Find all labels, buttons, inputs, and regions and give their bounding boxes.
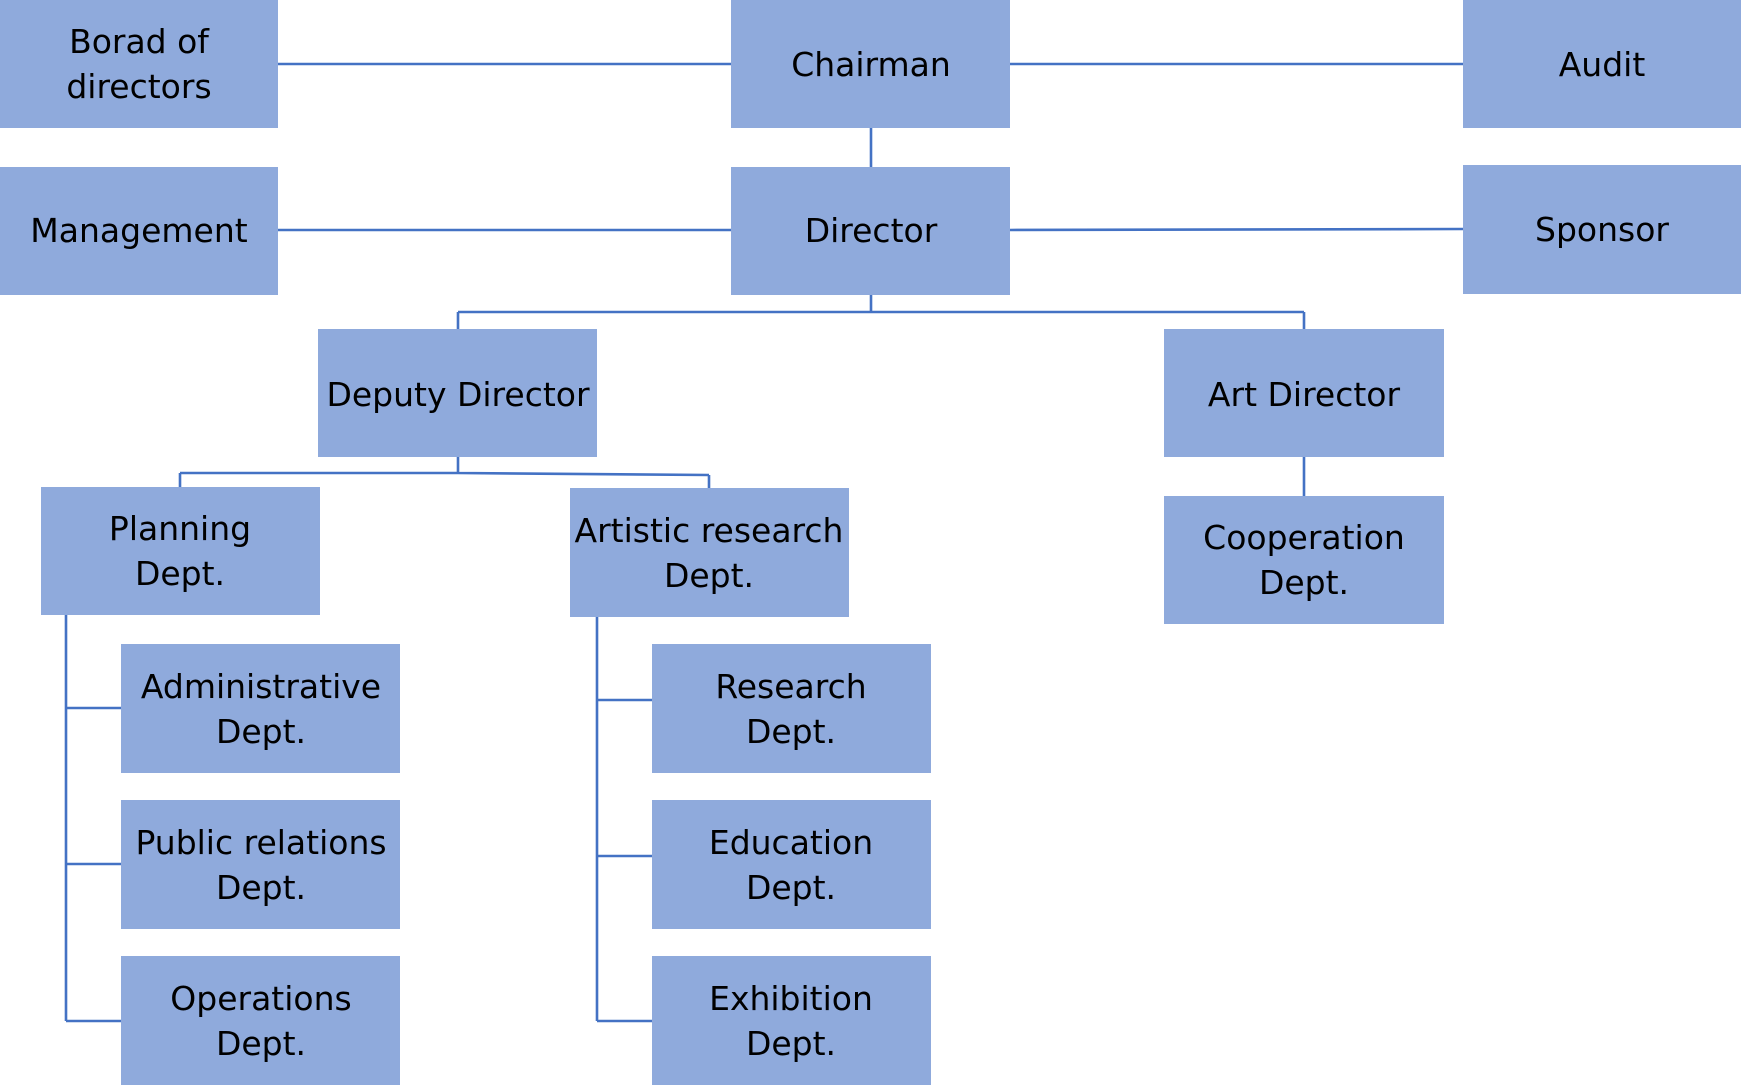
node-research-dept: Research Dept. [652, 644, 931, 773]
node-sponsor-label: Sponsor [1535, 210, 1669, 249]
node-planning-dept-line-1: Planning [109, 509, 251, 548]
connector-artistic-children [595, 617, 652, 1023]
node-art-director-label: Art Director [1208, 375, 1401, 414]
node-administrative-dept: Administrative Dept. [121, 644, 400, 773]
connector-planning-children [64, 615, 121, 1023]
node-art-director: Art Director [1164, 329, 1444, 457]
node-education-dept: Education Dept. [652, 800, 931, 929]
connector-director-branch [456, 295, 1306, 329]
node-board-of-directors-line-2: directors [66, 67, 211, 106]
node-artistic-research-dept-line-1: Artistic research [575, 511, 844, 550]
node-deputy-director-label: Deputy Director [326, 375, 590, 414]
node-exhibition-dept: Exhibition Dept. [652, 956, 931, 1085]
node-director: Director [731, 167, 1010, 295]
node-board-of-directors: Borad of directors [0, 0, 278, 128]
node-public-relations-dept-line-2: Dept. [216, 868, 306, 907]
node-management: Management [0, 167, 278, 295]
node-education-dept-line-1: Education [709, 823, 873, 862]
node-research-dept-line-2: Dept. [746, 712, 836, 751]
node-artistic-research-dept: Artistic research Dept. [570, 488, 849, 617]
node-audit: Audit [1463, 0, 1741, 128]
node-operations-dept-line-2: Dept. [216, 1024, 306, 1063]
node-public-relations-dept: Public relations Dept. [121, 800, 400, 929]
connectors [64, 62, 1464, 1023]
connector-director-sponsor [1009, 227, 1464, 232]
node-operations-dept-line-1: Operations [170, 979, 351, 1018]
node-chairman: Chairman [731, 0, 1010, 128]
node-research-dept-line-1: Research [715, 667, 866, 706]
node-administrative-dept-line-2: Dept. [216, 712, 306, 751]
node-director-label: Director [805, 211, 938, 250]
node-deputy-director: Deputy Director [318, 329, 597, 457]
node-planning-dept-line-2: Dept. [135, 554, 225, 593]
node-public-relations-dept-line-1: Public relations [135, 823, 386, 862]
node-operations-dept: Operations Dept. [121, 956, 400, 1085]
node-administrative-dept-line-1: Administrative [141, 667, 381, 706]
node-board-of-directors-line-1: Borad of [69, 22, 210, 61]
node-management-label: Management [30, 211, 247, 250]
node-cooperation-dept-line-2: Dept. [1259, 563, 1349, 602]
node-chairman-label: Chairman [791, 45, 951, 84]
node-exhibition-dept-line-2: Dept. [746, 1024, 836, 1063]
node-exhibition-dept-line-1: Exhibition [709, 979, 873, 1018]
node-cooperation-dept: Cooperation Dept. [1164, 496, 1444, 624]
node-cooperation-dept-line-1: Cooperation [1203, 518, 1405, 557]
node-planning-dept: Planning Dept. [41, 487, 320, 615]
node-sponsor: Sponsor [1463, 165, 1741, 294]
node-education-dept-line-2: Dept. [746, 868, 836, 907]
node-artistic-research-dept-line-2: Dept. [664, 556, 754, 595]
node-audit-label: Audit [1559, 45, 1646, 84]
connector-deputy-branch [178, 457, 711, 488]
